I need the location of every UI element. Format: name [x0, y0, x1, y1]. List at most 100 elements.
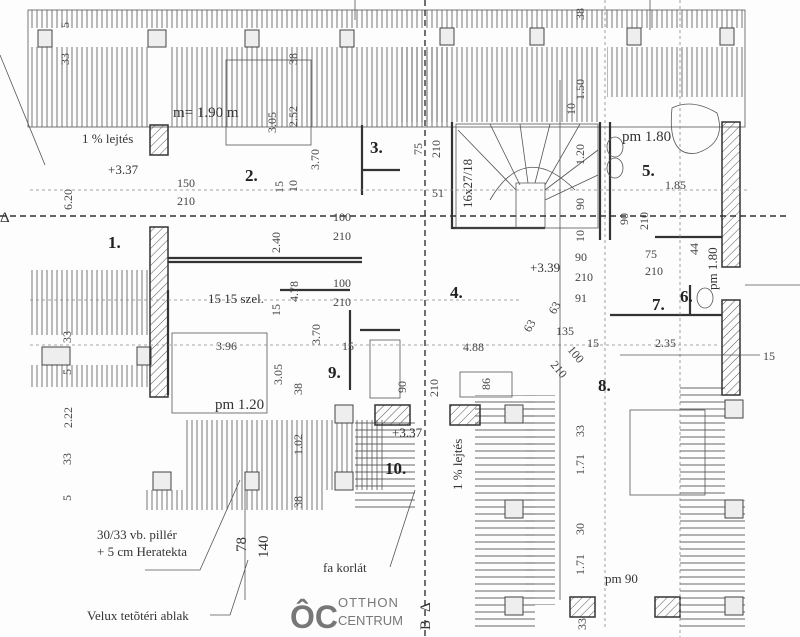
dimensions: 5 33 38 3.05 2.52 3.70 15 10 150 210 6.2…: [58, 8, 775, 630]
dimension-label: 15: [342, 339, 354, 353]
annotations: m= 1.90 m 1 % lejtés +3.37 +3.39 +3.37 p…: [0, 105, 720, 630]
dimension-label: 90: [575, 250, 587, 264]
room-9: 9.: [328, 363, 341, 382]
dimension-label: 10: [286, 180, 300, 192]
dimension-label: 3.05: [265, 112, 279, 133]
dimension-label: 3.96: [216, 339, 237, 353]
dimension-label: 135: [556, 324, 574, 338]
dimension-label: 100: [333, 276, 351, 290]
headroom-note: pm 1.20: [215, 397, 264, 413]
dimension-label: 210: [333, 229, 351, 243]
dimension-label: 4.88: [463, 340, 484, 354]
dimension-label: 150: [177, 176, 195, 190]
dimension-label: 38: [291, 496, 305, 508]
dimension-label: 75: [645, 247, 657, 261]
headroom-note: pm 1.80: [622, 129, 671, 145]
dimension-label: 15: [272, 181, 286, 193]
dimension-label: 1.71: [573, 554, 587, 575]
railing-note: fa korlát: [323, 560, 367, 575]
room-4: 4.: [450, 283, 463, 302]
headroom-note: pm 1.80: [705, 247, 720, 290]
dimension-label: 90: [573, 198, 587, 210]
dimension-label: 78: [234, 537, 250, 552]
dimension-label: 38: [573, 8, 587, 20]
dimension-label: 33: [60, 331, 74, 343]
room-1: 1.: [108, 233, 121, 252]
dimension-label: 90: [395, 381, 409, 393]
dimension-label: 1.50: [573, 79, 587, 100]
dimension-label: 210: [429, 140, 443, 158]
dimension-label: 100: [333, 210, 351, 224]
dimension-label: 1.02: [291, 434, 305, 455]
room-5: 5.: [642, 161, 655, 180]
dimension-label: 2.22: [61, 407, 75, 428]
dimension-label: 210: [575, 270, 593, 284]
dimension-label: 33: [58, 53, 72, 65]
level-mark: +3.37: [108, 162, 139, 177]
level-mark: +3.37: [392, 425, 423, 440]
dimension-label: 210: [645, 264, 663, 278]
room-6: 6.: [680, 287, 693, 306]
room-3: 3.: [370, 138, 383, 157]
staircase[interactable]: [455, 123, 599, 229]
level-mark: +3.39: [530, 260, 560, 275]
dimension-label: 210: [637, 212, 651, 230]
roof-posts: [37, 27, 744, 616]
dimension-label: 5: [58, 22, 72, 28]
dimension-label: 3.70: [308, 149, 322, 170]
dimension-label: 210: [548, 358, 570, 381]
dimension-label: 44: [687, 243, 701, 255]
dimension-label: 63: [520, 317, 538, 334]
section-b-label: B: [418, 620, 434, 630]
dimension-label: 91: [575, 291, 587, 305]
dimension-label: 15: [269, 304, 283, 316]
dimension-label: 38: [286, 53, 300, 65]
dimension-label: 1.20: [573, 144, 587, 165]
dimension-label: 1.85: [665, 178, 686, 192]
dimension-label: 2.40: [269, 232, 283, 253]
dimension-label: 10: [573, 230, 587, 242]
room-8: 8.: [598, 376, 611, 395]
dimension-label: 210: [177, 194, 195, 208]
section-marker: Δ: [418, 602, 434, 612]
dimension-label: 33: [573, 425, 587, 437]
dimension-label: 210: [333, 295, 351, 309]
dimension-label: 2.35: [655, 336, 676, 350]
dimension-label: 30: [573, 523, 587, 535]
furniture: [171, 59, 720, 496]
roof-eaves: [27, 9, 746, 630]
dimension-label: 15: [587, 336, 599, 350]
dimension-label: 100: [565, 343, 587, 366]
watermark-line1: OTTHON: [338, 595, 399, 610]
dimension-label: 63: [545, 299, 563, 316]
dimension-label: 3.70: [309, 324, 323, 345]
headroom-note: pm 90: [605, 571, 638, 586]
dimension-label: 140: [256, 536, 272, 559]
watermark-logo-mark: ÔC: [290, 599, 338, 635]
section-marker: Δ: [0, 210, 10, 226]
room-2: 2.: [245, 166, 258, 185]
watermark-logo: ÔC OTTHON CENTRUM: [290, 595, 403, 635]
dimension-label: 75: [411, 143, 425, 155]
dimension-label: 6.20: [61, 189, 75, 210]
room-7: 7.: [652, 295, 665, 314]
slope-note: 1 % lejtés: [82, 131, 133, 146]
dimension-label: 33: [575, 618, 589, 630]
dimension-label: 2.52: [286, 106, 300, 127]
dimension-label: 33: [60, 453, 74, 465]
stair-spec: 16x27/18: [460, 159, 475, 208]
dimension-label: 38: [291, 383, 305, 395]
room-labels: 1. 2. 3. 4. 5. 6. 7. 8. 9. 10.: [108, 138, 693, 478]
dimension-label: 90: [617, 213, 631, 225]
watermark-line2: CENTRUM: [338, 613, 403, 628]
dimension-label: 210: [427, 379, 441, 397]
dimension-label: 51: [432, 186, 444, 200]
dimension-label: 5: [60, 369, 74, 375]
room-10: 10.: [385, 459, 406, 478]
dimension-label: 15: [763, 349, 775, 363]
slope-note: 1 % lejtés: [450, 439, 465, 490]
dimension-label: 86: [479, 378, 493, 390]
